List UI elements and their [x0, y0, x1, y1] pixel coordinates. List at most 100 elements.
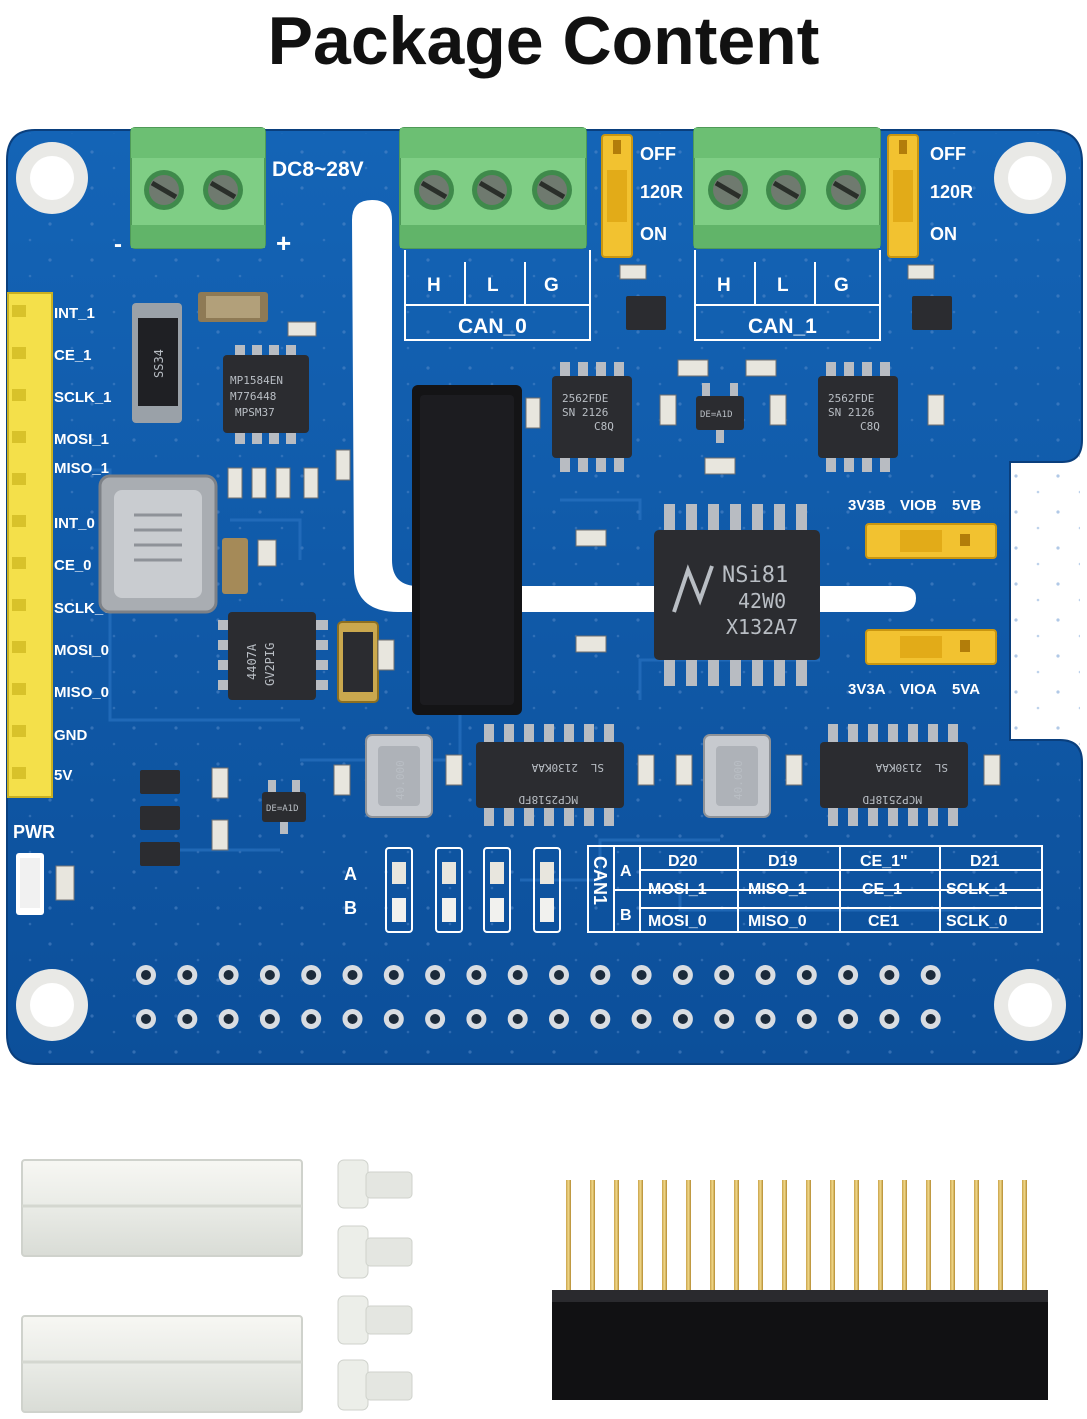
header-pin	[1022, 1180, 1027, 1292]
transceiver-line: C8Q	[594, 420, 614, 433]
diode-ss34: SS34	[132, 303, 182, 423]
header-label: SCLK_1	[54, 389, 112, 406]
header-pin	[998, 1180, 1003, 1292]
vioa-right-label: 5VA	[952, 681, 980, 698]
gpio-hole-center	[843, 970, 854, 980]
header-pin	[974, 1180, 979, 1292]
gpio-hole-center	[760, 970, 771, 980]
can0-pin-g: G	[544, 275, 559, 296]
controller-line: MCP2518FD	[518, 793, 578, 806]
buck-chip-line: MP1584EN	[230, 374, 283, 387]
controller-line: MCP2518FD	[862, 793, 922, 806]
isolator-line: NSi81	[722, 563, 788, 588]
small-chip-left: DE=A1D	[262, 780, 306, 834]
header-pin	[830, 1180, 835, 1292]
gpio-hole-center	[223, 970, 234, 980]
mounting-hole	[994, 142, 1066, 214]
can0-jumper-on: ON	[640, 224, 667, 244]
can1-pin-g: G	[834, 275, 849, 296]
led-label-b: B	[344, 898, 357, 918]
header-label: CE_1	[54, 347, 92, 364]
pin-table-cell: MOSI_1	[648, 881, 707, 898]
power-plus-label: +	[276, 228, 291, 258]
pin-table-cell: MISO_0	[748, 913, 807, 930]
gpio-hole-center	[182, 970, 193, 980]
gpio-hole-center	[471, 970, 482, 980]
crystal-right: 40.000	[703, 734, 771, 818]
gpio-hole-center	[843, 1014, 854, 1024]
header-pin	[758, 1180, 763, 1292]
isolator-line: X132A7	[726, 615, 798, 639]
gpio-hole-center	[595, 1014, 606, 1024]
controller-line: SL	[590, 761, 604, 774]
accessory-nut	[337, 1295, 413, 1345]
transceiver-line: 2562FDE	[828, 392, 874, 405]
inductor	[98, 474, 218, 614]
header-pin	[806, 1180, 811, 1292]
pin-table-cell: D21	[970, 853, 999, 870]
pwr-label: PWR	[13, 822, 55, 842]
isolated-dcdc-module	[412, 385, 522, 715]
gpio-hole-center	[925, 970, 936, 980]
pin-table-cell: SCLK_1	[946, 881, 1007, 898]
viob-left-label: 3V3B	[848, 497, 886, 514]
gpio-hole-center	[223, 1014, 234, 1024]
header-label: MISO_0	[54, 684, 109, 701]
viob-jumper	[865, 523, 997, 559]
can-hat-board: DC8~28V - +	[6, 127, 1083, 1065]
small-chip-text: DE=A1D	[700, 410, 733, 420]
accessory-standoff	[21, 1315, 303, 1413]
header-pin	[902, 1180, 907, 1292]
header-label: MOSI_0	[54, 642, 109, 659]
gpio-hole-center	[554, 970, 564, 980]
vioa-jumper	[865, 629, 997, 665]
accessory-standoff	[21, 1159, 303, 1257]
can0-jumper-120r: 120R	[640, 182, 683, 202]
gpio-hole-center	[471, 1014, 482, 1024]
transceiver-chip-left: 2562FDE SN 2126 C8Q	[552, 362, 632, 472]
pin-table-cell: CE_1"	[860, 853, 908, 870]
gpio-hole-center	[182, 1014, 193, 1024]
diode-text: SS34	[152, 349, 166, 378]
power-terminal-block	[130, 127, 266, 249]
can1-termination-jumper	[887, 134, 919, 258]
gpio-hole-center	[677, 1014, 688, 1024]
controller-line: 2130KAA	[531, 761, 578, 774]
vioa-left-label: 3V3A	[848, 681, 886, 698]
header-pin	[878, 1180, 883, 1292]
buck-chip-line: MPSM37	[235, 406, 275, 419]
gpio-hole-center	[388, 1014, 399, 1024]
transceiver-line: 2562FDE	[562, 392, 608, 405]
header-pin	[710, 1180, 715, 1292]
gpio-header-holes	[136, 965, 941, 1029]
header-pin	[566, 1180, 571, 1292]
gpio-hole-center	[801, 1014, 812, 1024]
gpio-hole-center	[264, 970, 275, 980]
pin-table-cell: SCLK_0	[946, 913, 1007, 930]
header-label: GND	[54, 727, 88, 744]
left-pin-header	[7, 292, 53, 798]
accessory-pin-header	[552, 1180, 1048, 1400]
header-labels: INT_1 CE_1 SCLK_1 MOSI_1 MISO_1 INT_0 CE…	[54, 305, 112, 784]
gpio-hole-center	[512, 970, 523, 980]
transceiver-line: SN 2126	[562, 406, 608, 419]
gpio-hole-center	[512, 1014, 523, 1024]
header-label: 5V	[54, 767, 72, 784]
header-pin	[782, 1180, 787, 1292]
can0-label: CAN_0	[458, 315, 527, 338]
header-label: CE_0	[54, 557, 92, 574]
gpio-hole-center	[884, 1014, 895, 1024]
can1-label: CAN_1	[748, 315, 817, 338]
pin-table-cell: CE_1	[862, 881, 902, 898]
can0-termination-jumper	[601, 134, 633, 258]
pin-table-row-label: A	[620, 863, 632, 880]
transceiver-line: SN 2126	[828, 406, 874, 419]
accessory-nut	[337, 1359, 413, 1411]
gpio-hole-center	[388, 970, 399, 980]
pin-table-side-label: CAN1	[590, 856, 610, 905]
small-chip-text: DE=A1D	[266, 804, 299, 814]
pin-table-row-label: B	[620, 907, 632, 924]
pin-table-cell: D20	[668, 853, 697, 870]
header-pin	[950, 1180, 955, 1292]
gpio-hole-center	[306, 970, 317, 980]
